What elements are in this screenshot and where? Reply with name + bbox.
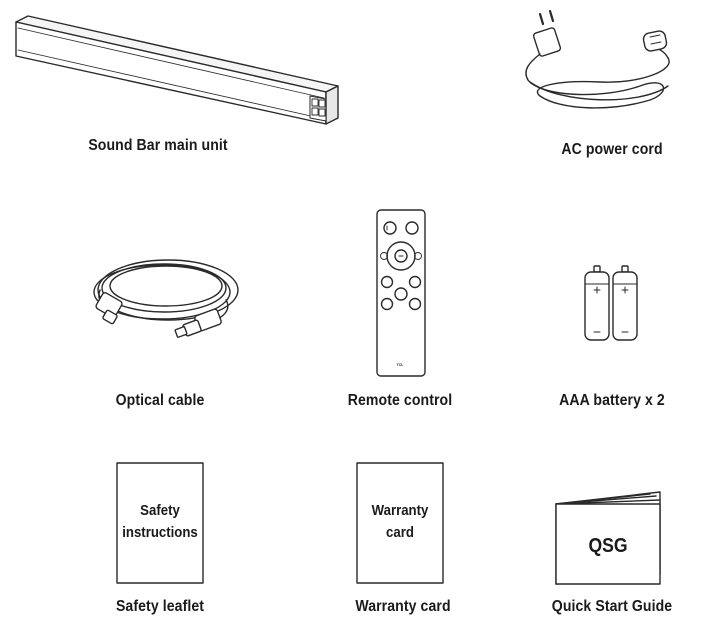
- safety-leaflet-cover-text: Safety instructions: [122, 500, 198, 544]
- cover-line: instructions: [122, 524, 198, 541]
- caption-remote-control: Remote control: [347, 392, 453, 409]
- remote-illustration: [376, 209, 426, 377]
- caption-safety-leaflet: Safety leaflet: [115, 598, 205, 615]
- optical-cable-illustration: [93, 259, 239, 338]
- caption-ac-power-cord: AC power cord: [561, 141, 663, 158]
- cover-line: card: [386, 524, 414, 541]
- booklet-illustration: [555, 491, 661, 585]
- cover-line: Warranty: [371, 502, 429, 519]
- caption-aaa-battery: AAA battery x 2: [559, 392, 665, 409]
- warranty-card-cover-text: Warranty card: [372, 500, 429, 544]
- caption-optical-cable: Optical cable: [115, 392, 205, 409]
- caption-sound-bar: Sound Bar main unit: [88, 137, 228, 154]
- safety-leaflet-cover: [116, 462, 204, 584]
- power-cord-illustration: [525, 9, 670, 109]
- qsg-cover-text: QSG: [588, 535, 627, 557]
- caption-quick-start-guide: Quick Start Guide: [551, 598, 673, 615]
- battery-illustration: [584, 265, 638, 341]
- warranty-card-cover: [356, 462, 444, 584]
- remote-logo: TCL: [396, 362, 404, 367]
- cover-line: QSG: [588, 535, 628, 557]
- cover-line: Safety: [140, 502, 180, 519]
- caption-warranty-card: Warranty card: [355, 598, 451, 615]
- soundbar-illustration: [15, 15, 339, 125]
